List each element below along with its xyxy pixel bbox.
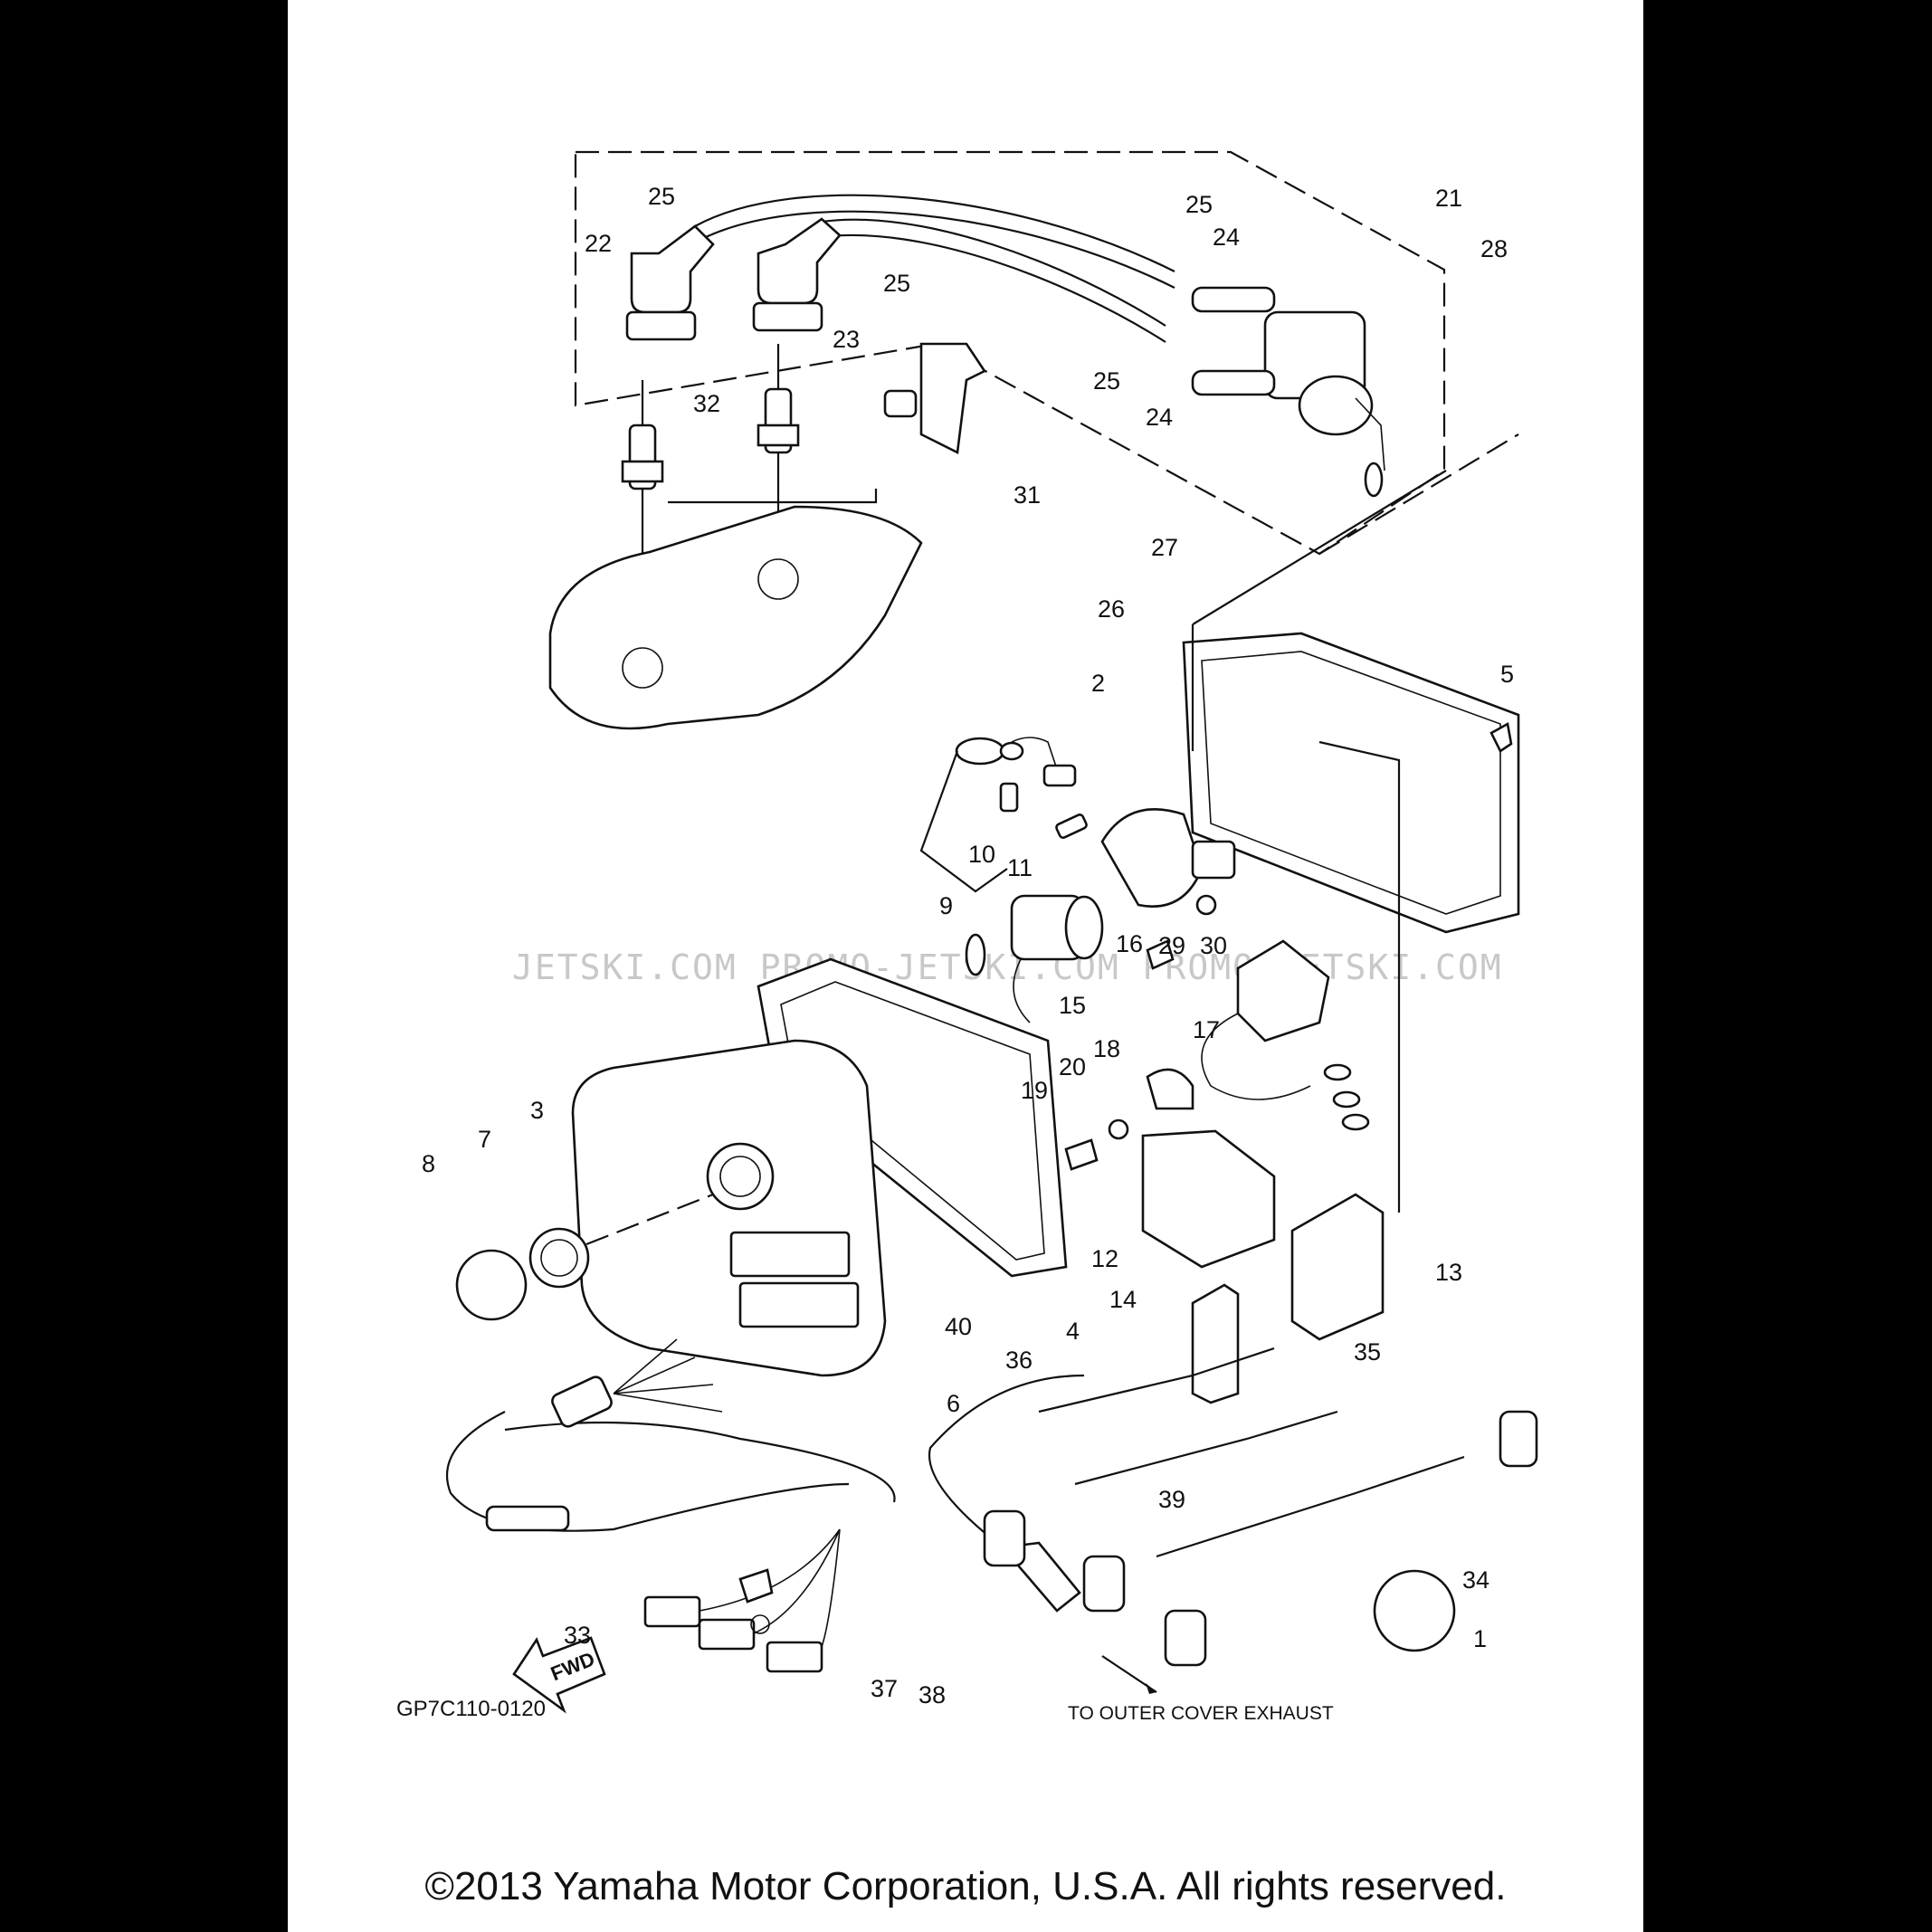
callout-18: 18 [1093,1035,1120,1062]
ignition-coil [1191,286,1385,498]
callout-14: 14 [1109,1286,1137,1313]
callout-39: 39 [1158,1486,1185,1513]
callout-4: 4 [1066,1318,1080,1345]
callout-21: 21 [1435,185,1462,212]
ht-cable-1 [694,194,1175,272]
coupler-a [983,1509,1026,1567]
callout-25b: 25 [883,270,910,297]
coupler-b [1082,1555,1126,1613]
callout-37: 37 [871,1675,898,1702]
parts-diagram: JETSKI.COM PROMO-JETSKI.COM PROMO-JETSKI… [396,150,1538,1724]
callout-35: 35 [1354,1338,1381,1366]
callout-5: 5 [1500,661,1514,688]
holder-13 [1290,1193,1385,1341]
ht-cable-2 [821,218,1166,327]
ht-cable-1b [694,210,1175,289]
copyright-notice: ©2013 Yamaha Motor Corporation, U.S.A. A… [424,1864,1507,1908]
callout-27: 27 [1151,534,1178,561]
callout-17: 17 [1193,1016,1220,1043]
callout-7: 7 [478,1126,491,1153]
bolt-37 [738,1568,774,1604]
leader-31 [668,489,878,504]
plug-cap-22 [625,224,715,341]
callout-31: 31 [1014,481,1041,509]
callout-26: 26 [1098,595,1125,623]
callout-38: 38 [918,1681,946,1708]
cable-34 [1156,1455,1465,1558]
band-clamp [1373,1569,1456,1652]
callout-2: 2 [1091,670,1105,697]
starter-relay [965,894,1104,1023]
bolt-5 [1489,721,1513,753]
bolt [883,389,918,418]
screw-29 [1146,939,1175,970]
callout-11: 11 [1007,854,1033,881]
callout-28: 28 [1480,235,1508,262]
callout-29: 29 [1158,932,1185,959]
seal [528,1227,590,1289]
callout-20: 20 [1059,1053,1086,1080]
spark-plug-right [757,344,800,570]
cap [455,1249,528,1321]
cylinder-head [548,505,923,730]
callout-12: 12 [1091,1245,1118,1272]
fuse-holder [955,737,1005,766]
callout-9: 9 [939,892,953,919]
washer-30 [1195,894,1217,916]
callout-23: 23 [833,326,860,353]
coupler-c [1164,1609,1207,1667]
bracket [919,342,986,454]
callout-3: 3 [530,1097,544,1124]
watermark: JETSKI.COM PROMO-JETSKI.COM PROMO-JETSKI… [512,947,1503,987]
coupler-d [1499,1410,1538,1468]
callout-25c: 25 [1185,191,1213,218]
cdi-unit [1141,1129,1276,1269]
callout-40: 40 [945,1313,972,1340]
callout-25d: 25 [1093,367,1120,395]
callout-32: 32 [693,390,720,417]
callout-19: 19 [1021,1077,1048,1104]
callout-15: 15 [1059,992,1086,1019]
fwd-arrow-icon: FWD [512,1636,606,1714]
fuse [1055,814,1088,839]
callout-22: 22 [585,230,612,257]
callout-24b: 24 [1146,404,1173,431]
callouts: 1 2 3 4 5 6 7 8 9 10 11 12 13 14 15 16 1… [422,183,1514,1708]
ht-cable-2b [821,233,1166,343]
cable-39 [1038,1347,1275,1413]
diagram-code: GP7C110-0120 [396,1697,546,1721]
callout-33: 33 [564,1622,591,1649]
washer-20 [1108,1118,1129,1140]
washer-38 [750,1614,770,1634]
callout-10: 10 [968,841,995,868]
callout-16: 16 [1116,930,1143,957]
callout-6: 6 [947,1390,960,1417]
callout-30: 30 [1200,932,1227,959]
callout-25a: 25 [648,183,675,210]
holder-14 [1191,1283,1240,1404]
leader-dashed [1318,433,1519,555]
cable-35 [1074,1410,1338,1486]
box-base [1182,632,1520,934]
clamp-18 [1146,1068,1194,1110]
bolt-19 [1064,1138,1099,1171]
callout-8: 8 [422,1150,435,1177]
leader-13 [1318,740,1401,1213]
rectifier-regulator [1201,939,1370,1131]
coil-assembly-outline [574,150,1446,556]
exhaust-note: TO OUTER COVER EXHAUST [1068,1703,1334,1724]
callout-24a: 24 [1213,224,1240,251]
callout-1: 1 [1473,1625,1487,1652]
callout-36: 36 [1005,1347,1033,1374]
callout-34: 34 [1462,1566,1489,1594]
plug-cap-23 [752,217,842,332]
callout-13: 13 [1435,1259,1462,1286]
main-switch [1100,807,1236,908]
